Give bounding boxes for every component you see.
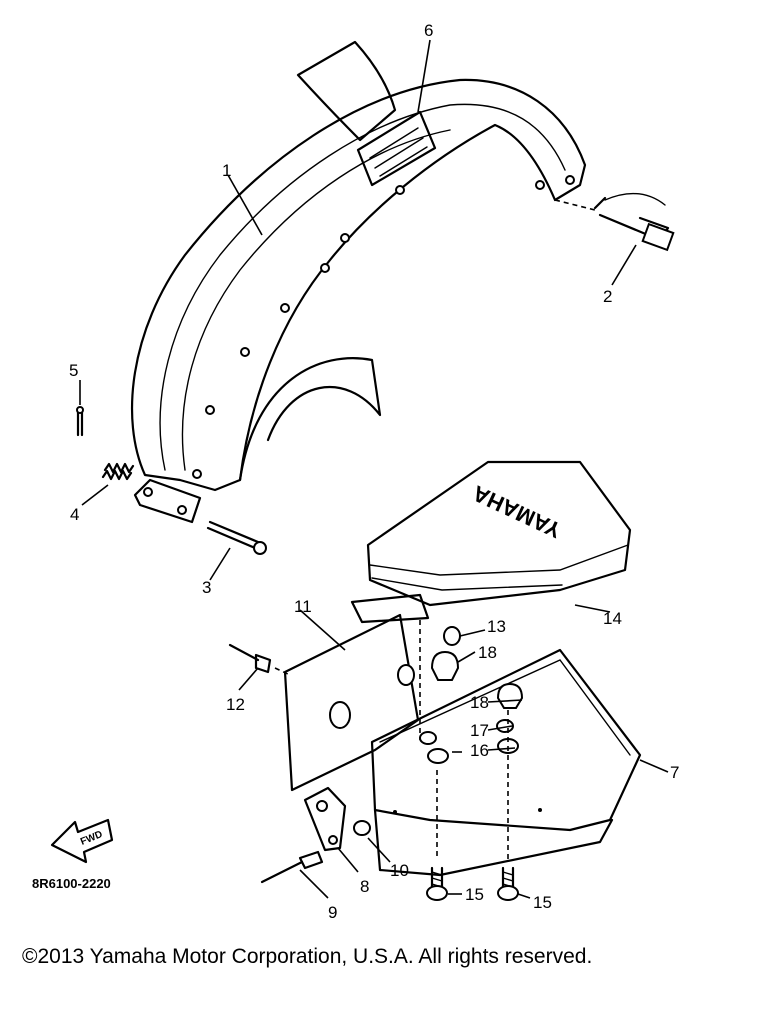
battery-cover-part-14: YAMAHA bbox=[350, 460, 632, 624]
screw-part-9 bbox=[260, 850, 324, 884]
callout-15b: 15 bbox=[533, 893, 552, 912]
spring-part-4 bbox=[101, 462, 135, 481]
brand-mark: YAMAHA bbox=[469, 480, 565, 543]
callout-11: 11 bbox=[294, 597, 312, 616]
bolts-part-15 bbox=[426, 866, 519, 901]
callout-14: 14 bbox=[603, 609, 622, 628]
callout-4: 4 bbox=[70, 505, 79, 524]
callout-15a: 15 bbox=[465, 885, 484, 904]
callout-5: 5 bbox=[69, 361, 78, 380]
callout-labels: 1 2 3 4 5 6 7 8 9 10 11 12 13 14 15 15 1… bbox=[32, 21, 679, 922]
callout-3: 3 bbox=[202, 578, 211, 597]
bracket-part-8 bbox=[303, 786, 347, 852]
screw-part-12 bbox=[228, 643, 272, 674]
washer-part-10 bbox=[353, 820, 371, 836]
forward-arrow-icon: FWD bbox=[50, 818, 114, 864]
copyright-notice: ©2013 Yamaha Motor Corporation, U.S.A. A… bbox=[22, 945, 593, 968]
callout-8: 8 bbox=[360, 877, 369, 896]
callout-16: 16 bbox=[470, 741, 489, 760]
callout-6: 6 bbox=[424, 21, 433, 40]
pin-part-3 bbox=[206, 520, 267, 555]
callout-18b: 18 bbox=[470, 693, 489, 712]
callout-1: 1 bbox=[222, 161, 231, 180]
callout-18a: 18 bbox=[478, 643, 497, 662]
callout-10: 10 bbox=[390, 861, 409, 880]
latch-part-2 bbox=[554, 192, 675, 252]
callout-2: 2 bbox=[603, 287, 612, 306]
cotter-pin-part-5 bbox=[76, 406, 84, 437]
callout-13: 13 bbox=[487, 617, 506, 636]
assembly-lines bbox=[274, 620, 509, 860]
callout-7: 7 bbox=[670, 763, 679, 782]
fender-assembly bbox=[131, 40, 587, 524]
diagram-code: 8R6100-2220 bbox=[32, 876, 111, 891]
panel-part-11 bbox=[283, 613, 420, 792]
callout-9: 9 bbox=[328, 903, 337, 922]
callout-12: 12 bbox=[226, 695, 245, 714]
callout-17: 17 bbox=[470, 721, 489, 740]
grommets bbox=[397, 626, 524, 709]
exploded-parts-diagram: YAMAHA bbox=[32, 21, 679, 922]
leader-lines bbox=[79, 39, 669, 899]
